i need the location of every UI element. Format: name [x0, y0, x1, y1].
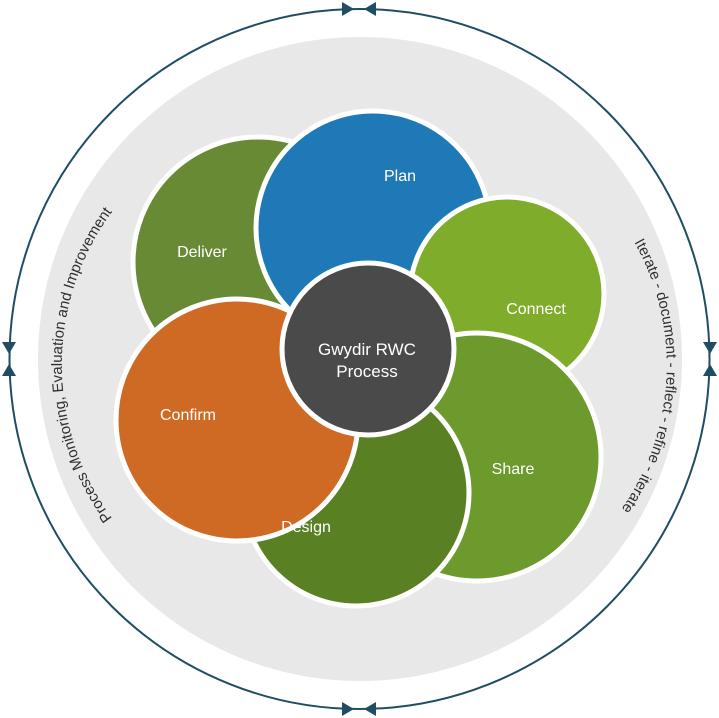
- stage-label-share: Share: [492, 461, 535, 478]
- arrow-top-left-icon: [342, 2, 354, 16]
- hub-title-line2: Process: [336, 362, 397, 381]
- hub-title-line1: Gwydir RWC: [318, 340, 416, 359]
- stage-label-design: Design: [281, 519, 331, 536]
- outer-cycle-ring: [8, 8, 711, 710]
- arrow-bottom-left-icon: [342, 702, 354, 716]
- arrow-left-up-icon: [2, 342, 16, 354]
- arrow-left-down-icon: [2, 364, 16, 376]
- arrow-right-up-icon: [703, 342, 717, 354]
- arrow-top-right-icon: [364, 2, 376, 16]
- arrow-right-down-icon: [703, 364, 717, 376]
- stage-label-confirm: Confirm: [160, 407, 216, 424]
- stage-label-deliver: Deliver: [177, 244, 227, 261]
- stage-label-plan: Plan: [384, 168, 416, 185]
- stage-label-connect: Connect: [506, 301, 566, 318]
- arrow-bottom-right-icon: [364, 702, 376, 716]
- center-hub: [279, 260, 457, 438]
